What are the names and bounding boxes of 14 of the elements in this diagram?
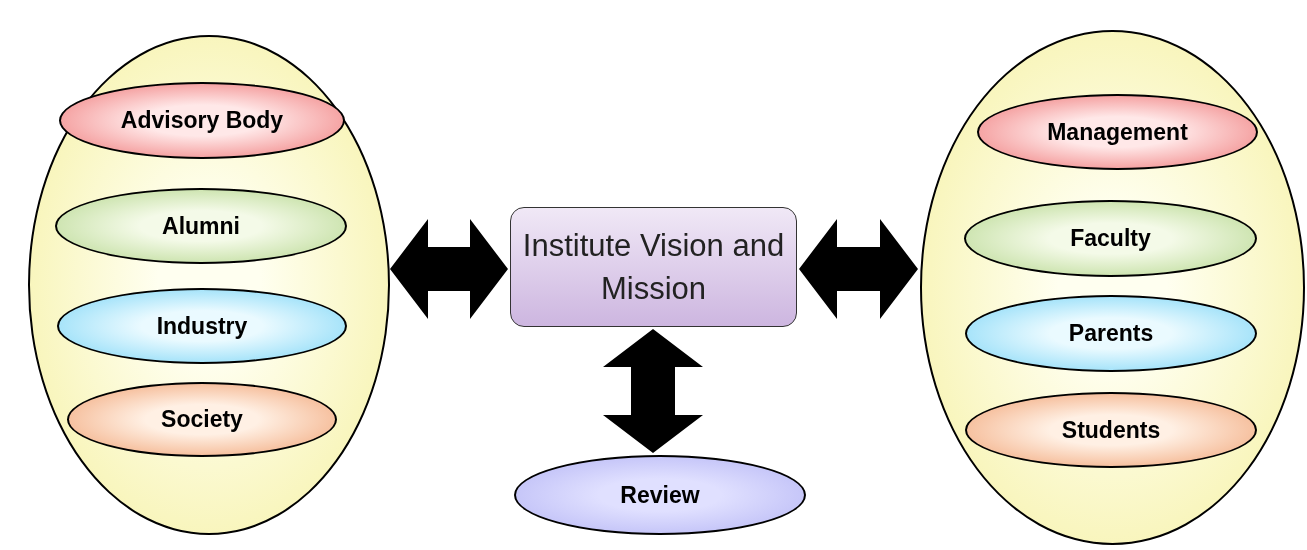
- ellipse-label: Advisory Body: [120, 107, 284, 134]
- vision-mission-box: [510, 207, 797, 327]
- double-block-arrow: [603, 329, 703, 453]
- ellipse-label: Students: [1061, 416, 1161, 444]
- double-block-arrow: [390, 219, 508, 319]
- ellipse-label: Parents: [1068, 320, 1154, 347]
- ellipse-label: Management: [1047, 118, 1188, 146]
- ellipse-label: Review: [620, 481, 700, 509]
- box-title: Institute Vision and Mission: [521, 226, 786, 308]
- ellipse-label: Alumni: [162, 212, 240, 240]
- double-block-arrow: [799, 219, 918, 319]
- ellipse-label: Society: [161, 406, 243, 433]
- ellipse-label: Faculty: [1070, 225, 1151, 252]
- ellipse-label: Industry: [156, 312, 248, 340]
